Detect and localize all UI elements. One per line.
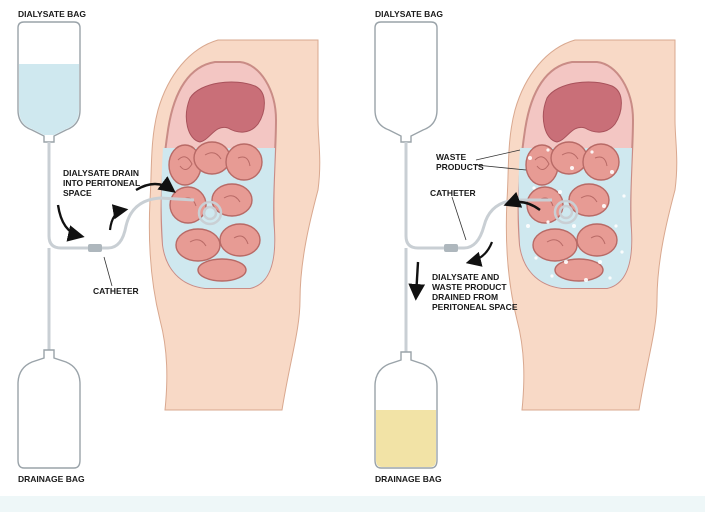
- tubing-right: [404, 142, 452, 352]
- waste-products-label: WASTE PRODUCTS: [436, 152, 484, 172]
- catheter-label-left: CATHETER: [93, 286, 139, 296]
- connector-right: [444, 244, 458, 252]
- dialysate-bag-right: [374, 21, 438, 143]
- dialysate-fluid-bag-left: [19, 64, 79, 135]
- waste-product-dots: [526, 148, 626, 282]
- right-panel: [374, 21, 678, 469]
- instruction-line-3: SPACE: [63, 188, 92, 198]
- waste-line-1: WASTE: [436, 152, 467, 162]
- waste-fluid-bag-right: [376, 410, 436, 467]
- instruction-line-2: INTO PERITONEAL: [63, 178, 141, 188]
- catheter-leader-right: [451, 196, 467, 241]
- waste-line-2: PRODUCTS: [436, 162, 484, 172]
- liver-left: [185, 81, 265, 143]
- connector-left: [88, 244, 102, 252]
- catheter-coil-left: [197, 200, 223, 226]
- instruction-line-1: DIALYSATE DRAIN: [63, 168, 140, 178]
- flow-arrow-down-left: [56, 204, 85, 242]
- liver-right: [542, 81, 622, 143]
- drainage-bag-left: [17, 349, 81, 469]
- drainage-bag-label-right: DRAINAGE BAG: [375, 474, 442, 484]
- waste-leader-1: [475, 149, 521, 161]
- drain-line-2: WASTE PRODUCT: [432, 282, 507, 292]
- drain-line-1: DIALYSATE AND: [432, 272, 500, 282]
- dialysate-bag-label-left: DIALYSATE BAG: [18, 9, 87, 19]
- catheter-label-right: CATHETER: [430, 188, 476, 198]
- waste-leader-2: [475, 164, 527, 171]
- flow-arrow-down-right: [408, 261, 426, 301]
- intestines-left: [168, 141, 263, 282]
- left-panel: [17, 21, 321, 469]
- catheter-leader-left: [103, 256, 113, 287]
- drain-line-3: DRAINED FROM: [432, 292, 499, 302]
- flow-arrow-into-cavity-left: [135, 176, 176, 193]
- dialysate-bag-label-right: DIALYSATE BAG: [375, 9, 444, 19]
- catheter-coil-right: [553, 199, 579, 225]
- footer-band: [0, 496, 705, 512]
- drainage-bag-label-left: DRAINAGE BAG: [18, 474, 85, 484]
- drained-description: DIALYSATE AND WASTE PRODUCT DRAINED FROM…: [432, 272, 518, 312]
- dialysate-drain-instruction: DIALYSATE DRAIN INTO PERITONEAL SPACE: [63, 168, 140, 198]
- tubing-left: [47, 142, 96, 350]
- drain-line-4: PERITONEAL SPACE: [432, 302, 518, 312]
- flow-arrow-up-left: [108, 204, 129, 231]
- flow-arrow-out-of-cavity-right: [503, 191, 541, 211]
- catheter-tube-left: [96, 196, 195, 250]
- flow-arrow-drain-right: [465, 241, 494, 267]
